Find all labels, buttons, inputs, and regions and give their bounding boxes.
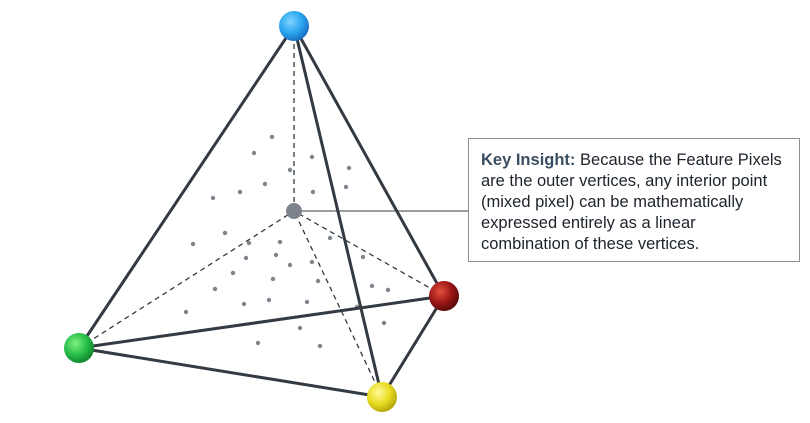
interior-point <box>243 255 249 261</box>
hidden-edge-left-center <box>78 210 295 349</box>
edge-left-bottom <box>77 346 384 399</box>
visible-edges <box>77 24 446 399</box>
interior-point <box>255 340 261 346</box>
interior-point <box>287 167 293 173</box>
interior-point <box>309 259 315 265</box>
interior-point <box>269 134 275 140</box>
edge-top-right <box>292 24 446 298</box>
interior-point <box>327 235 333 241</box>
edge-bottom-right <box>380 294 446 399</box>
vertex-center-mixed-pixel <box>286 203 302 219</box>
interior-point <box>369 283 375 289</box>
edge-top-bottom <box>292 24 384 399</box>
interior-point <box>262 181 268 187</box>
interior-point <box>190 241 196 247</box>
hidden-edge-bottom-center <box>293 210 383 398</box>
interior-point <box>297 325 303 331</box>
interior-point <box>310 189 316 195</box>
interior-point <box>317 343 323 349</box>
interior-point <box>230 270 236 276</box>
interior-point <box>270 276 276 282</box>
hidden-edge-right-center <box>293 210 445 297</box>
key-insight-callout: Key Insight: Because the Feature Pixels … <box>468 138 800 262</box>
interior-point <box>266 297 272 303</box>
interior-point <box>309 154 315 160</box>
interior-point <box>222 230 228 236</box>
interior-point <box>183 309 189 315</box>
interior-points <box>183 134 391 349</box>
interior-point <box>251 150 257 156</box>
interior-point <box>241 301 247 307</box>
interior-point <box>385 287 391 293</box>
interior-point <box>304 299 310 305</box>
interior-point <box>381 320 387 326</box>
edge-top-left <box>77 24 296 350</box>
interior-point <box>287 262 293 268</box>
interior-point <box>277 239 283 245</box>
interior-point <box>346 165 352 171</box>
interior-point <box>315 278 321 284</box>
interior-point <box>210 195 216 201</box>
interior-point <box>212 286 218 292</box>
callout-text: Because the Feature Pixels are the outer… <box>481 151 782 253</box>
interior-point <box>360 254 366 260</box>
edge-left-right <box>77 294 446 350</box>
vertex-bottom-yellow <box>367 382 397 412</box>
callout-label: Key Insight: <box>481 151 576 169</box>
vertex-right-red <box>429 281 459 311</box>
hidden-edges <box>78 26 445 398</box>
interior-point <box>343 184 349 190</box>
interior-point <box>273 252 279 258</box>
vertex-top-blue <box>279 11 309 41</box>
vertex-left-green <box>64 333 94 363</box>
interior-point <box>246 240 252 246</box>
interior-point <box>237 189 243 195</box>
